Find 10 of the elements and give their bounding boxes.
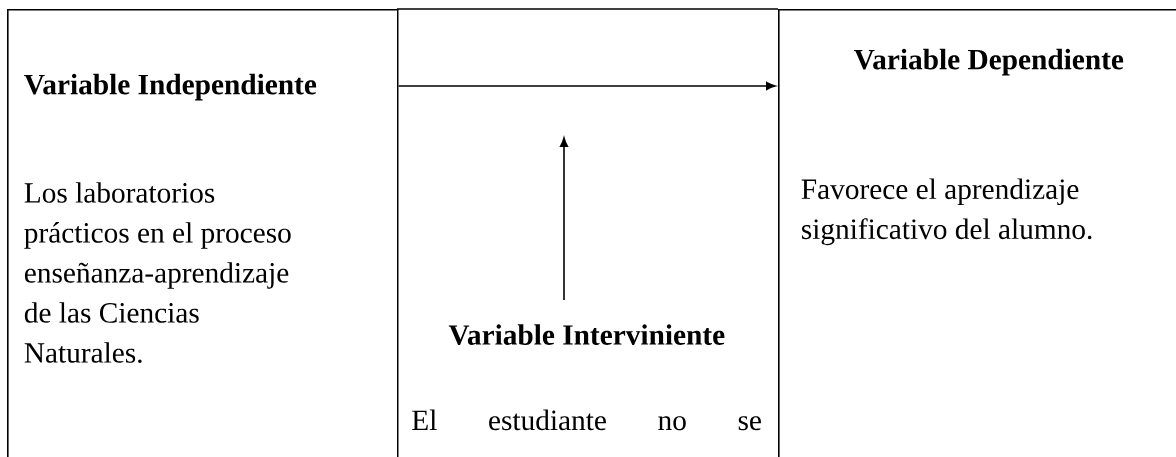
arrow xyxy=(559,137,569,301)
arrow xyxy=(397,81,776,91)
cell-text: El estudiante no se xyxy=(412,409,761,431)
cell-text: Favorece el aprendizaje significativo del alumno. xyxy=(801,178,1092,246)
cell-text: Los laboratorios prácticos en el proceso enseñanza-aprendizaje de las Ciencias Naturales. xyxy=(24,182,291,363)
column-heading: Variable Interviniente xyxy=(448,324,725,346)
column-heading: Variable Independiente xyxy=(24,73,317,101)
table-cell xyxy=(778,9,1176,457)
table-cell xyxy=(7,9,399,457)
column-heading: Variable Dependiente xyxy=(854,48,1124,76)
